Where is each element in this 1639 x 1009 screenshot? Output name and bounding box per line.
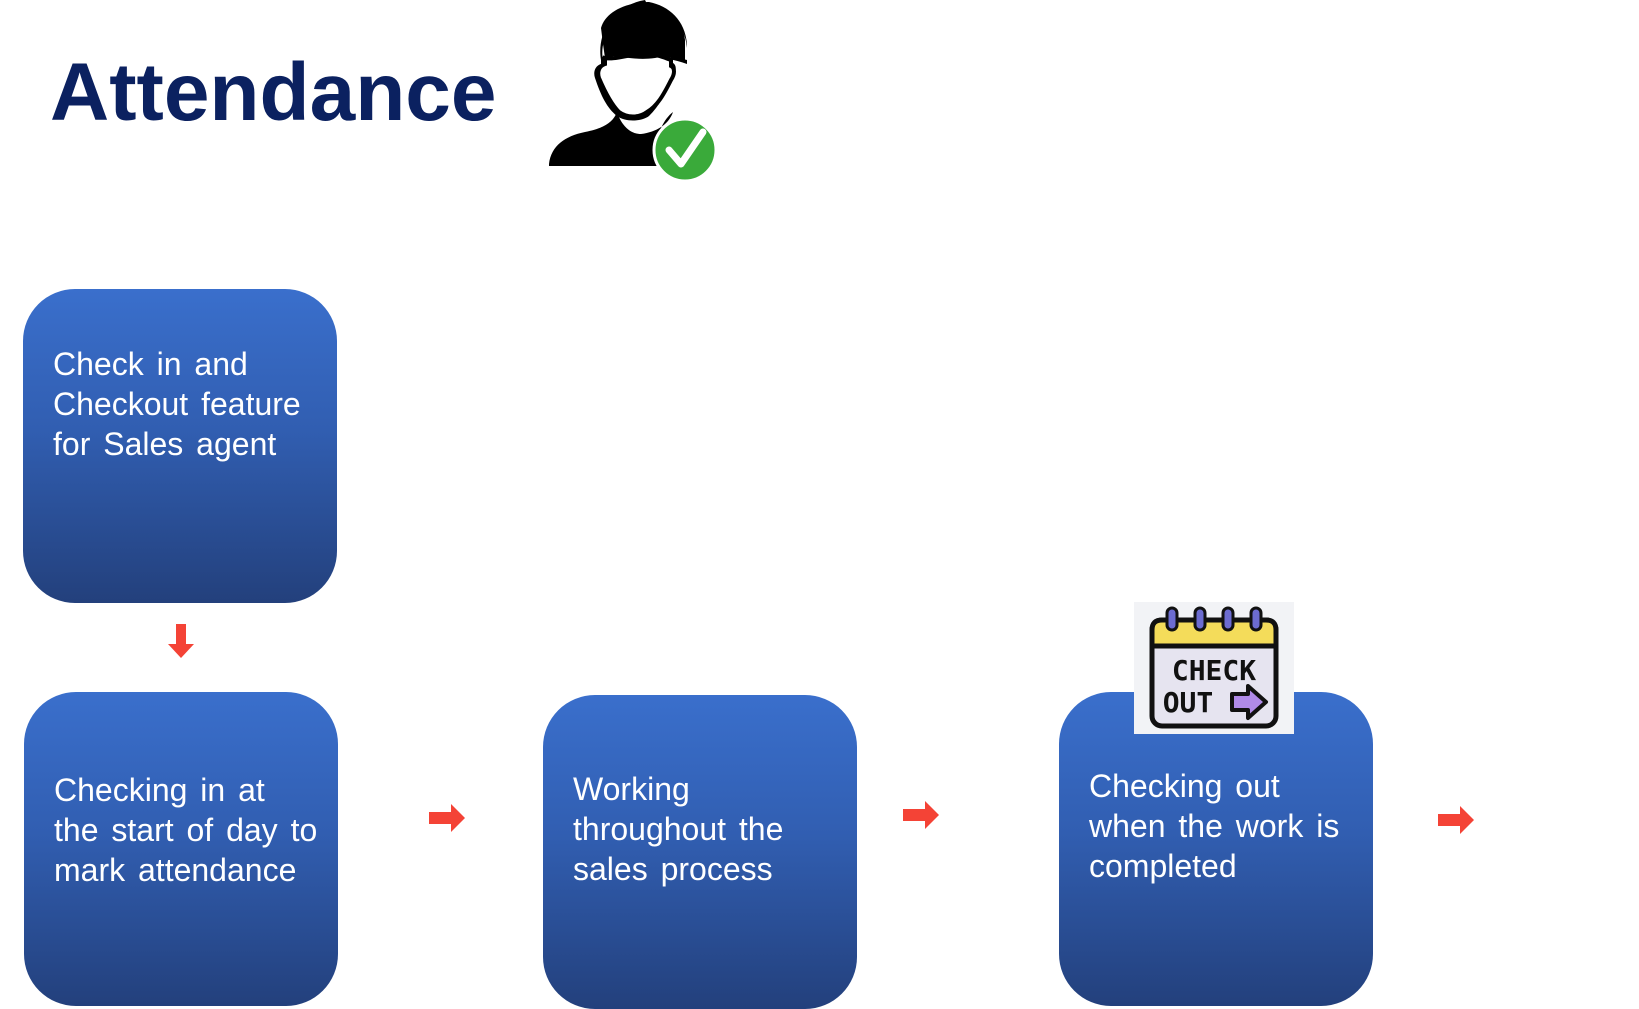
- flow-step-text: Check in and Checkout feature for Sales …: [53, 346, 301, 462]
- flow-step-box: Checking in at the start of day to mark …: [24, 692, 338, 1006]
- arrow-right-icon: [903, 801, 939, 829]
- flow-step-text: Working throughout the sales process: [573, 771, 784, 887]
- page-title: Attendance: [50, 47, 497, 138]
- flow-step-box: Check in and Checkout feature for Sales …: [23, 289, 337, 603]
- arrow-right-icon: [1438, 806, 1474, 834]
- calendar-checkout-icon: CHECK OUT: [1134, 602, 1294, 734]
- user-check-icon: [549, 0, 718, 182]
- flow-step-text: Checking out when the work is completed: [1089, 768, 1340, 884]
- checkout-icon-text-out: OUT: [1163, 686, 1214, 719]
- checkout-icon-text-check: CHECK: [1172, 654, 1256, 687]
- arrow-right-icon: [429, 804, 465, 832]
- flow-step-box: Working throughout the sales process: [543, 695, 857, 1009]
- flow-step-text: Checking in at the start of day to mark …: [54, 772, 318, 888]
- flow-step-box: Checking out when the work is completed: [1059, 692, 1373, 1006]
- arrow-down-icon: [168, 624, 194, 658]
